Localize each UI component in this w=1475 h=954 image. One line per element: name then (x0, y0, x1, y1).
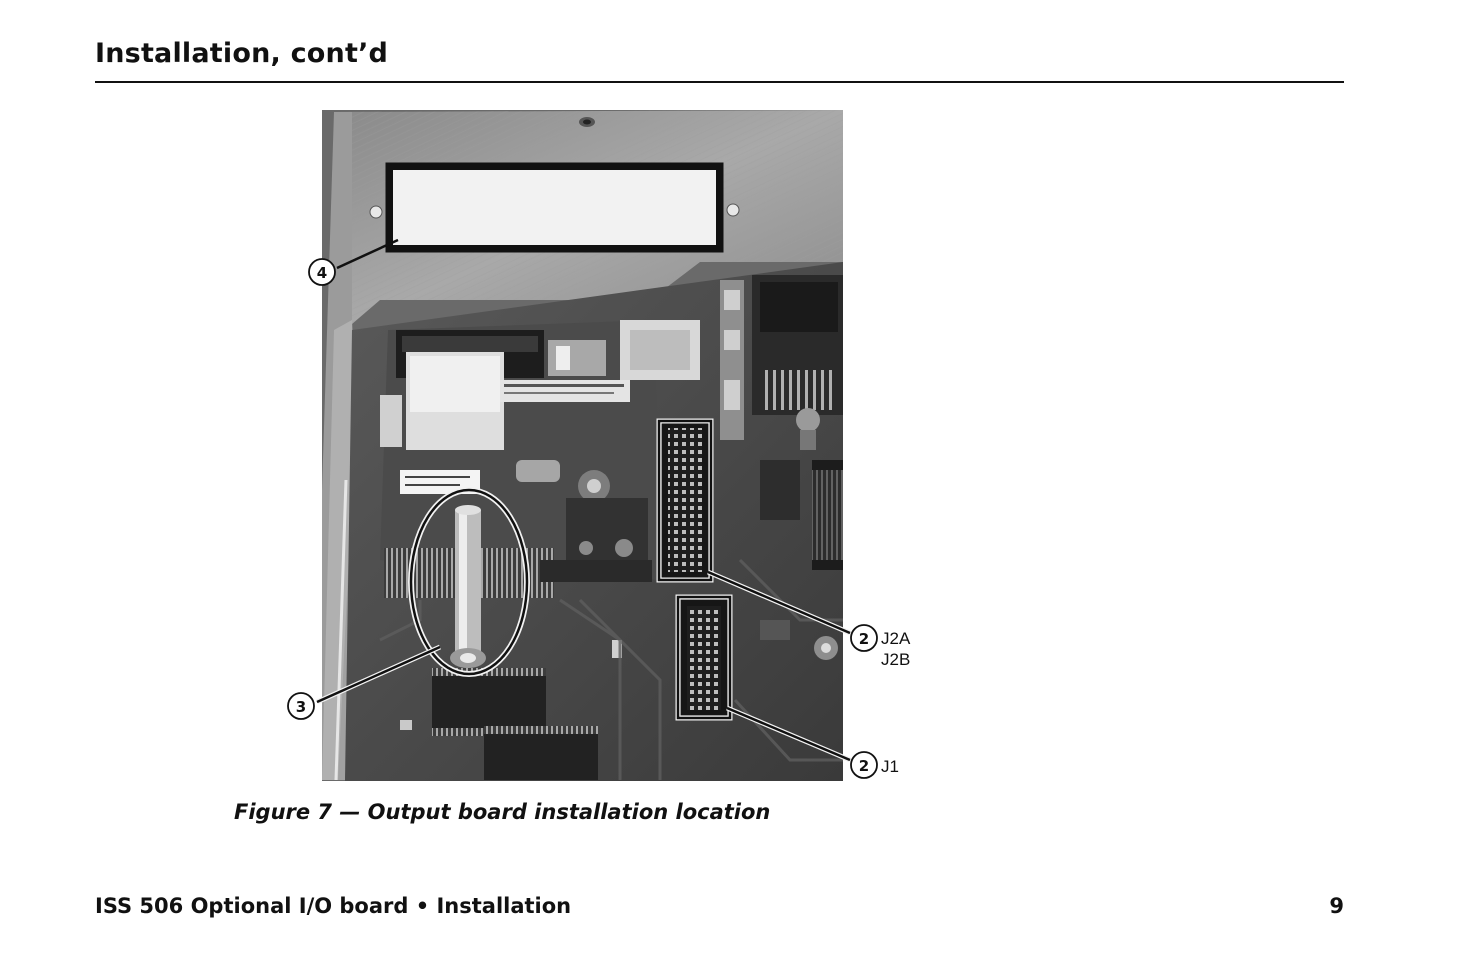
callout-graphics (315, 162, 851, 763)
callout-2b-number: 2 (859, 757, 869, 775)
heading-divider (95, 81, 1344, 83)
figure-caption: Figure 7 — Output board installation loc… (234, 800, 771, 824)
callout-2-j1: 2 J1 (850, 751, 899, 779)
label-j2b: J2B (881, 650, 910, 669)
page-title: Installation, cont’d (95, 38, 389, 69)
callout-4-number: 4 (317, 264, 327, 282)
page-number: 9 (1329, 894, 1344, 918)
label-j2a: J2A (881, 629, 911, 648)
callout-2a-number: 2 (859, 630, 869, 648)
callout-3: 3 (287, 692, 315, 720)
callout-3-number: 3 (296, 698, 306, 716)
callout-2-j2a-j2b: 2 J2A J2B (850, 624, 911, 669)
callout-4: 4 (308, 258, 336, 286)
label-j1: J1 (881, 757, 899, 776)
footer-title: ISS 506 Optional I/O board • Installatio… (95, 894, 572, 918)
board-photo (322, 110, 843, 781)
